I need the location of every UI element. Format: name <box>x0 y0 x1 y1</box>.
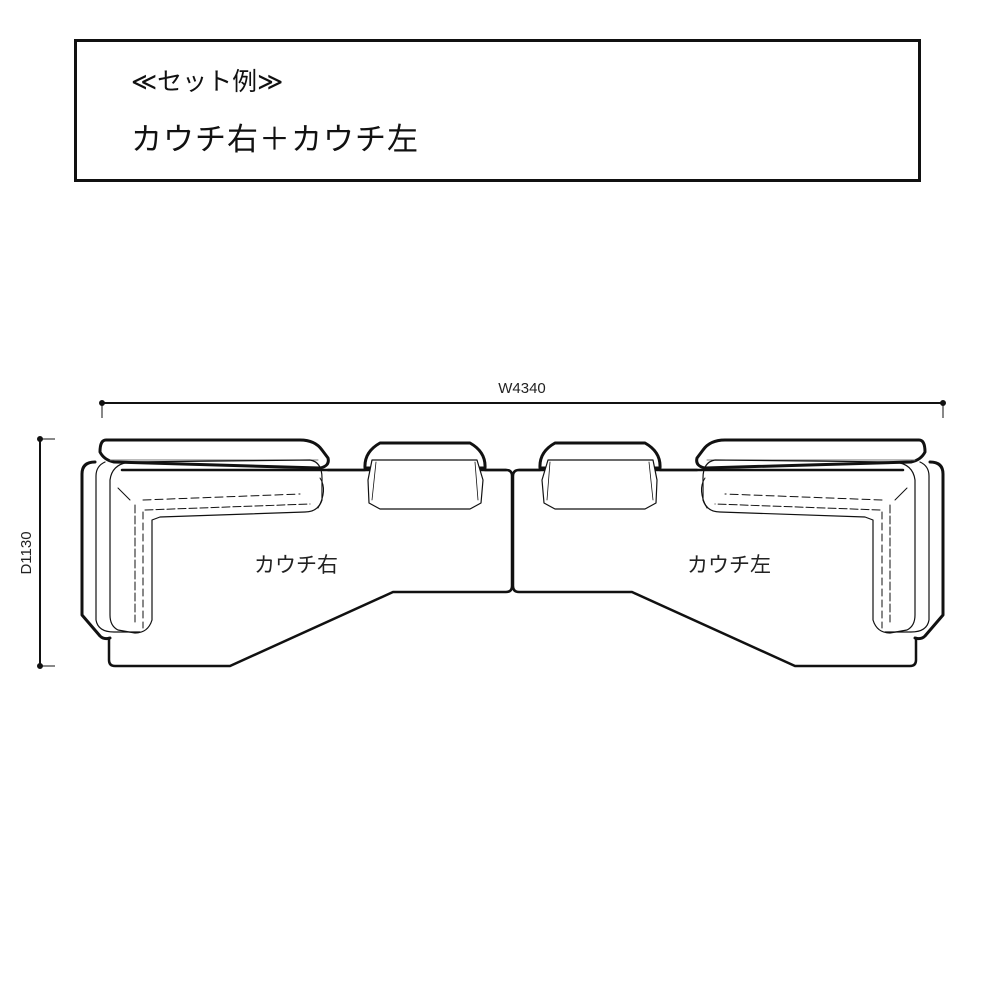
couch-left-unit <box>511 438 945 668</box>
set-example-subtitle: ≪セット例≫ <box>131 67 284 96</box>
set-example-title-box: ≪セット例≫ カウチ右＋カウチ左 <box>74 39 921 182</box>
depth-dimension <box>37 436 55 669</box>
set-example-title: カウチ右＋カウチ左 <box>131 122 419 158</box>
depth-label: D1130 <box>18 531 35 574</box>
width-label: W4340 <box>498 380 546 397</box>
couch-right-unit <box>80 438 514 668</box>
couch-left-label: カウチ左 <box>687 553 771 577</box>
width-dimension <box>99 400 946 418</box>
couch-right-label: カウチ右 <box>254 553 338 577</box>
